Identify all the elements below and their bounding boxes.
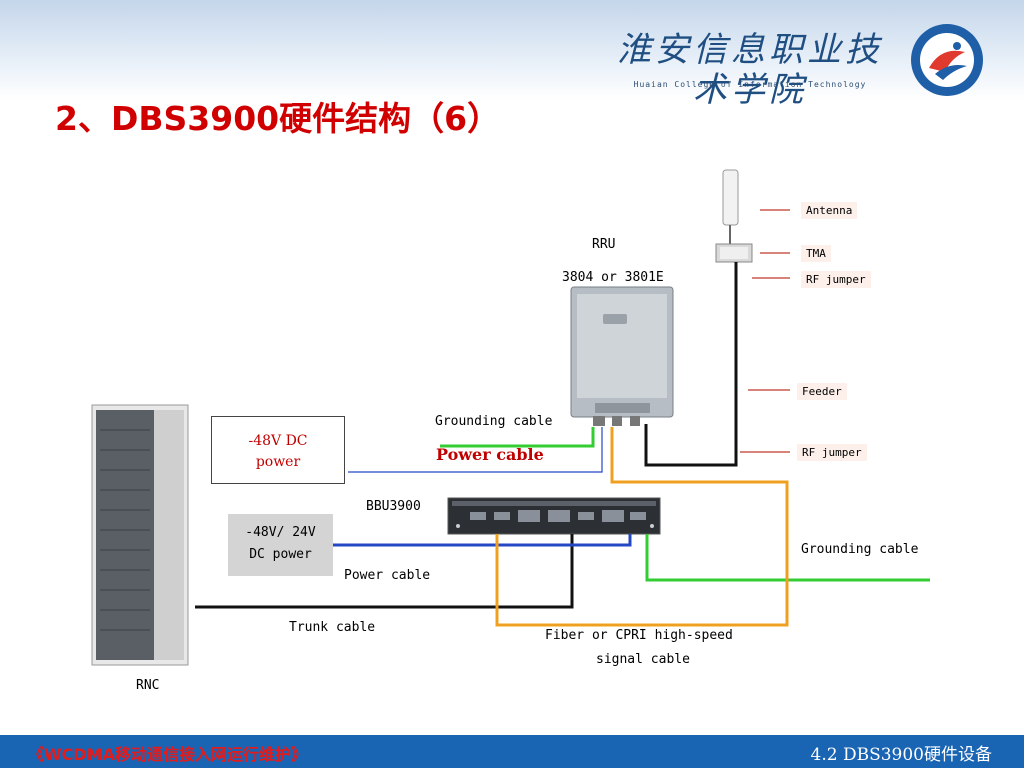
- power-cable-bbu-label: Power cable: [344, 568, 431, 583]
- rnc-label: RNC: [136, 678, 160, 693]
- label-leaders: [740, 209, 790, 453]
- college-name-en: Huaian College of Information Technology: [633, 80, 867, 89]
- dc24-line1: -48V/ 24V: [245, 525, 316, 540]
- rru-unit: [570, 286, 674, 426]
- feeder-label: Feeder: [797, 383, 847, 400]
- dc24-power-box: -48V/ 24V DC power: [228, 514, 333, 576]
- feeder-cable: [644, 262, 738, 467]
- header-band: [0, 0, 1024, 100]
- power-cable-bbu-line: [333, 534, 632, 547]
- rf-jumper-top-label: RF jumper: [801, 271, 871, 288]
- trunk-cable-line: [195, 534, 574, 609]
- fiber-cable-label-line1: Fiber or CPRI high-speed: [545, 628, 733, 643]
- antenna-label: Antenna: [801, 202, 858, 219]
- tma-label: TMA: [801, 245, 831, 262]
- power-cable-rru-label: Power cable: [436, 445, 544, 464]
- rru-model-label: 3804 or 3801E: [562, 270, 664, 285]
- grounding-cable-bbu-line: [645, 534, 930, 582]
- slide-title: 2、DBS3900硬件结构（6）: [55, 99, 501, 138]
- rru-label: RRU: [592, 237, 616, 252]
- grounding-cable-rru-line: [440, 427, 595, 448]
- footer-section-title: 4.2 DBS3900硬件设备: [810, 745, 992, 765]
- dc24-line2: DC power: [249, 547, 312, 562]
- dc48-line1: -48V DC: [248, 433, 308, 449]
- bbu-unit: [447, 497, 661, 535]
- dc48-line2: power: [255, 454, 301, 470]
- tma-icon: [715, 243, 753, 263]
- power-cable-rru-line: [348, 427, 603, 473]
- college-logo-icon: [911, 24, 983, 96]
- fiber-cable-label-line2: signal cable: [596, 652, 690, 667]
- rf-jumper-bottom-label: RF jumper: [797, 444, 867, 461]
- grounding-cable-bbu-label: Grounding cable: [801, 542, 919, 557]
- antenna-icon: [722, 169, 739, 244]
- grounding-cable-rru-label: Grounding cable: [435, 414, 553, 429]
- bbu-label: BBU3900: [366, 499, 421, 514]
- footer-bar: 《WCDMA移动通信接入网运行维护》 4.2 DBS3900硬件设备: [0, 735, 1024, 768]
- trunk-cable-label: Trunk cable: [289, 620, 376, 635]
- footer-course-title: 《WCDMA移动通信接入网运行维护》: [28, 745, 307, 764]
- fiber-cable-line: [495, 427, 789, 627]
- rnc-cabinet: [91, 404, 189, 666]
- dc48-power-box: -48V DC power: [211, 416, 345, 484]
- college-name-cn: 淮安信息职业技术学院: [617, 30, 883, 110]
